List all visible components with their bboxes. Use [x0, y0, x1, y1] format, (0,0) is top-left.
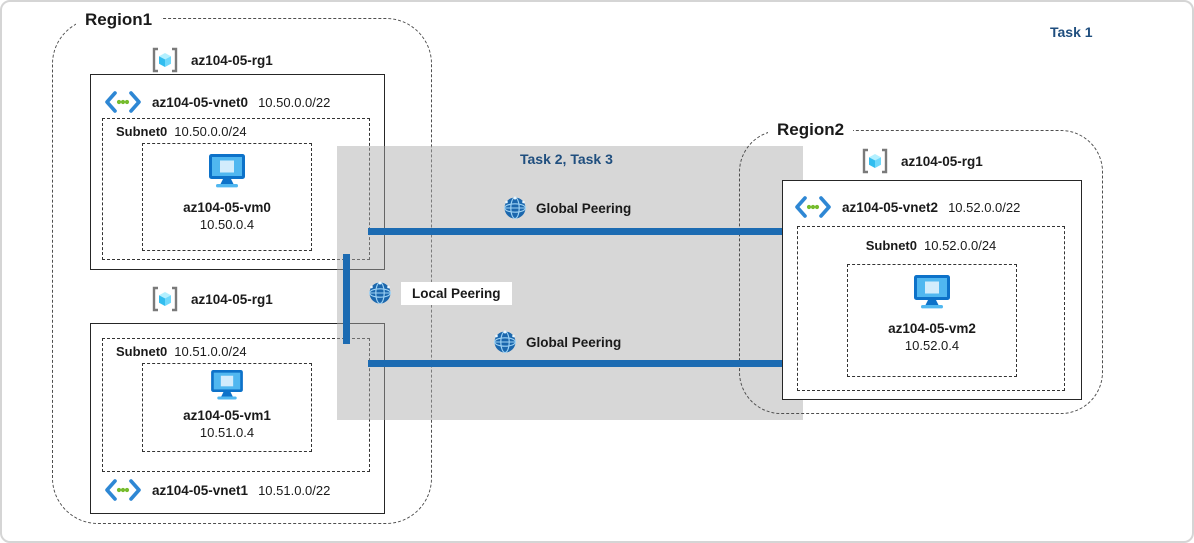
rg2-name: az104-05-rg1	[901, 153, 983, 169]
globe-peering-icon	[503, 196, 527, 220]
subnet0-vnet0-box	[102, 118, 370, 260]
subnet0-vnet0-label: Subnet0 10.50.0.0/24	[116, 124, 247, 139]
subnet0-vnet1-label: Subnet0 10.51.0.0/24	[116, 344, 247, 359]
region1-boundary	[52, 18, 432, 524]
vm0-box: az104-05-vm0 10.50.0.4	[142, 143, 312, 251]
globe-peering-icon	[368, 281, 392, 305]
global-peering-bottom: Global Peering	[493, 330, 621, 354]
resource-group-icon	[859, 145, 891, 177]
global-peering-top-label: Global Peering	[536, 200, 632, 216]
local-peering-label: Local Peering	[401, 281, 512, 305]
vm1-name: az104-05-vm1	[183, 408, 271, 423]
subnet0-vnet2-box	[797, 226, 1065, 391]
global-peering-top-line	[368, 228, 792, 235]
region2-label: Region2	[768, 119, 854, 141]
virtual-network-icon	[104, 91, 142, 113]
virtual-machine-icon	[210, 370, 244, 400]
virtual-network-icon	[104, 479, 142, 501]
subnet0-vnet0-name: Subnet0	[116, 124, 168, 139]
rg-top-name: az104-05-rg1	[191, 52, 273, 68]
vnet0-cidr: 10.50.0.0/22	[258, 94, 331, 110]
task23-label: Task 2, Task 3	[520, 151, 613, 167]
virtual-machine-icon	[208, 154, 246, 188]
vnet0-row: az104-05-vnet0 10.50.0.0/22	[104, 91, 330, 113]
vnet2-cidr: 10.52.0.0/22	[948, 199, 1021, 215]
region1-label: Region1	[76, 9, 162, 31]
vm0-name: az104-05-vm0	[183, 200, 271, 215]
rg-bottom-box	[90, 323, 385, 514]
vnet1-row: az104-05-vnet1 10.51.0.0/22	[104, 479, 330, 501]
virtual-machine-icon	[913, 275, 951, 309]
vnet1-cidr: 10.51.0.0/22	[258, 482, 331, 498]
vnet2-name: az104-05-vnet2	[842, 199, 939, 215]
global-peering-top: Global Peering	[503, 196, 631, 220]
task1-label: Task 1	[1050, 24, 1093, 40]
subnet0-vnet1-name: Subnet0	[116, 344, 168, 359]
vnet2-row: az104-05-vnet2 10.52.0.0/22	[794, 196, 1020, 218]
subnet0-vnet2-cidr: 10.52.0.0/24	[924, 238, 997, 253]
resource-group-icon	[149, 44, 181, 76]
rg2-header: az104-05-rg1	[859, 145, 983, 177]
vnet1-name: az104-05-vnet1	[152, 482, 249, 498]
vm0-ip: 10.50.0.4	[199, 217, 255, 232]
local-peering-line	[343, 254, 350, 344]
virtual-network-icon	[794, 196, 832, 218]
vnet0-name: az104-05-vnet0	[152, 94, 249, 110]
local-peering: Local Peering	[368, 281, 512, 305]
resource-group-icon	[149, 283, 181, 315]
vm2-box: az104-05-vm2 10.52.0.4	[847, 264, 1017, 377]
subnet0-vnet2-name: Subnet0	[865, 238, 917, 253]
subnet0-vnet0-cidr: 10.50.0.0/24	[174, 124, 247, 139]
subnet0-vnet1-cidr: 10.51.0.0/24	[174, 344, 247, 359]
vm2-ip: 10.52.0.4	[904, 338, 960, 353]
subnet0-vnet2-label: Subnet0 10.52.0.0/24	[797, 238, 1065, 253]
region2-boundary	[739, 130, 1103, 414]
rg-bottom-header: az104-05-rg1	[149, 283, 273, 315]
vm1-box: az104-05-vm1 10.51.0.4	[142, 363, 312, 452]
subnet0-vnet1-box	[102, 338, 370, 472]
global-peering-bottom-line	[368, 360, 792, 367]
vm2-name: az104-05-vm2	[888, 321, 976, 336]
rg-bottom-name: az104-05-rg1	[191, 291, 273, 307]
globe-peering-icon	[493, 330, 517, 354]
rg-top-header: az104-05-rg1	[149, 44, 273, 76]
global-peering-bottom-label: Global Peering	[526, 334, 622, 350]
vm1-ip: 10.51.0.4	[199, 425, 255, 440]
